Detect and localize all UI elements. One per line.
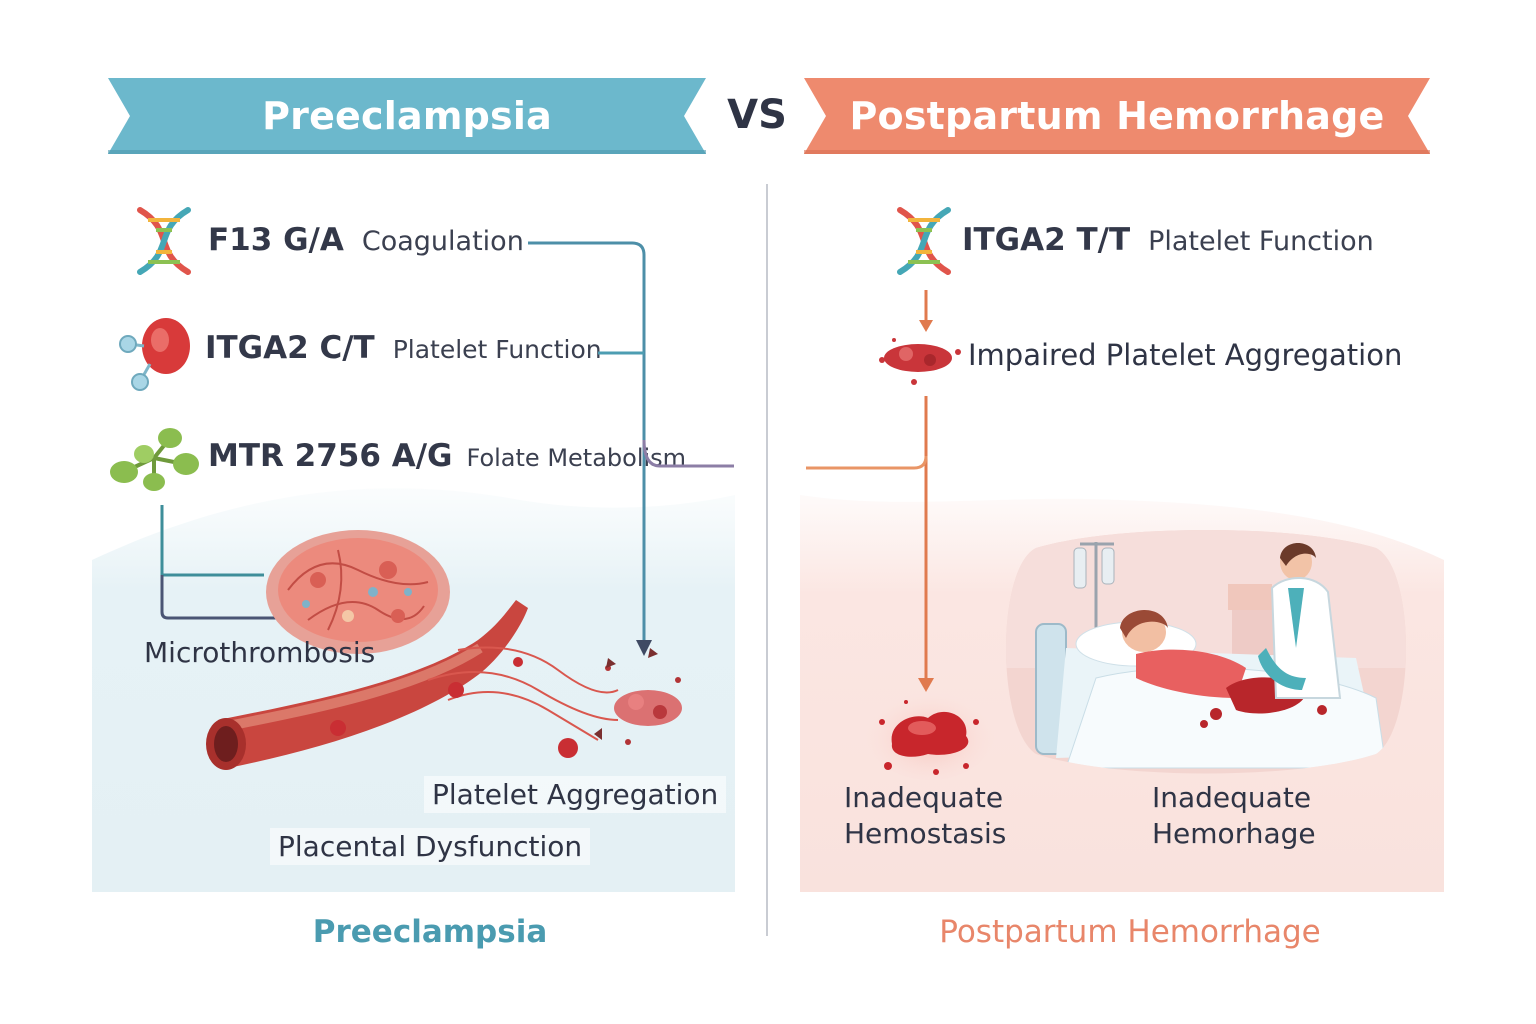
gene-row-itga2-tt: ITGA2 T/T Platelet Function: [962, 222, 1374, 258]
pph-footer: Postpartum Hemorrhage: [939, 914, 1321, 950]
microthrombosis-label: Microthrombosis: [144, 636, 376, 669]
preeclampsia-title: Preeclampsia: [262, 94, 552, 138]
gene-row-itga2-ct: ITGA2 C/T Platelet Function: [205, 330, 602, 366]
gene-function: Platelet Function: [392, 335, 602, 364]
preeclampsia-ribbon: Preeclampsia: [108, 78, 706, 154]
gene-function: Platelet Function: [1148, 226, 1374, 257]
molecule-icon: [110, 428, 199, 491]
inadequate-hemostasis-line1: Inadequate: [844, 781, 1004, 814]
hospital-scene-illustration: [1006, 530, 1406, 774]
gene-name: ITGA2 T/T: [962, 222, 1131, 258]
platelet-aggregation-label: Platelet Aggregation: [424, 776, 727, 813]
ribbon-shape: [108, 78, 706, 154]
center-divider: [766, 184, 768, 936]
pph-title: Postpartum Hemorrhage: [849, 94, 1385, 138]
platelet-cell-icon: [119, 318, 190, 391]
platelet-cluster-icon: [879, 338, 961, 385]
inadequate-hemorrhage-label: Inadequate Hemorhage: [1152, 780, 1316, 852]
placental-dysfunction-label: Placental Dysfunction: [270, 828, 591, 865]
gene-name: F13 G/A: [208, 222, 344, 258]
blood-pool-icon: [866, 688, 994, 780]
impaired-platelet-aggregation-label: Impaired Platelet Aggregation: [968, 338, 1403, 372]
gene-function: Folate Metabolism: [466, 444, 687, 472]
inadequate-hemorrhage-line1: Inadequate: [1152, 781, 1312, 814]
inadequate-hemostasis-label: Inadequate Hemostasis: [844, 780, 1006, 852]
gene-name: ITGA2 C/T: [205, 330, 375, 366]
gene-name: MTR 2756 A/G: [208, 438, 453, 474]
preeclampsia-footer: Preeclampsia: [312, 914, 548, 950]
inadequate-hemorrhage-line2: Hemorhage: [1152, 817, 1316, 850]
dna-icon: [137, 207, 191, 275]
inadequate-hemostasis-line2: Hemostasis: [844, 817, 1007, 850]
vs-label: VS: [727, 92, 787, 138]
pph-ribbon: Postpartum Hemorrhage: [804, 78, 1430, 154]
dna-icon: [897, 207, 951, 275]
ribbon-shape: [804, 78, 1430, 154]
placenta-vessel-illustration: [206, 530, 682, 770]
gene-row-mtr: MTR 2756 A/G Folate Metabolism: [208, 438, 686, 474]
gene-function: Coagulation: [361, 226, 524, 257]
gene-row-f13: F13 G/A Coagulation: [208, 222, 524, 258]
